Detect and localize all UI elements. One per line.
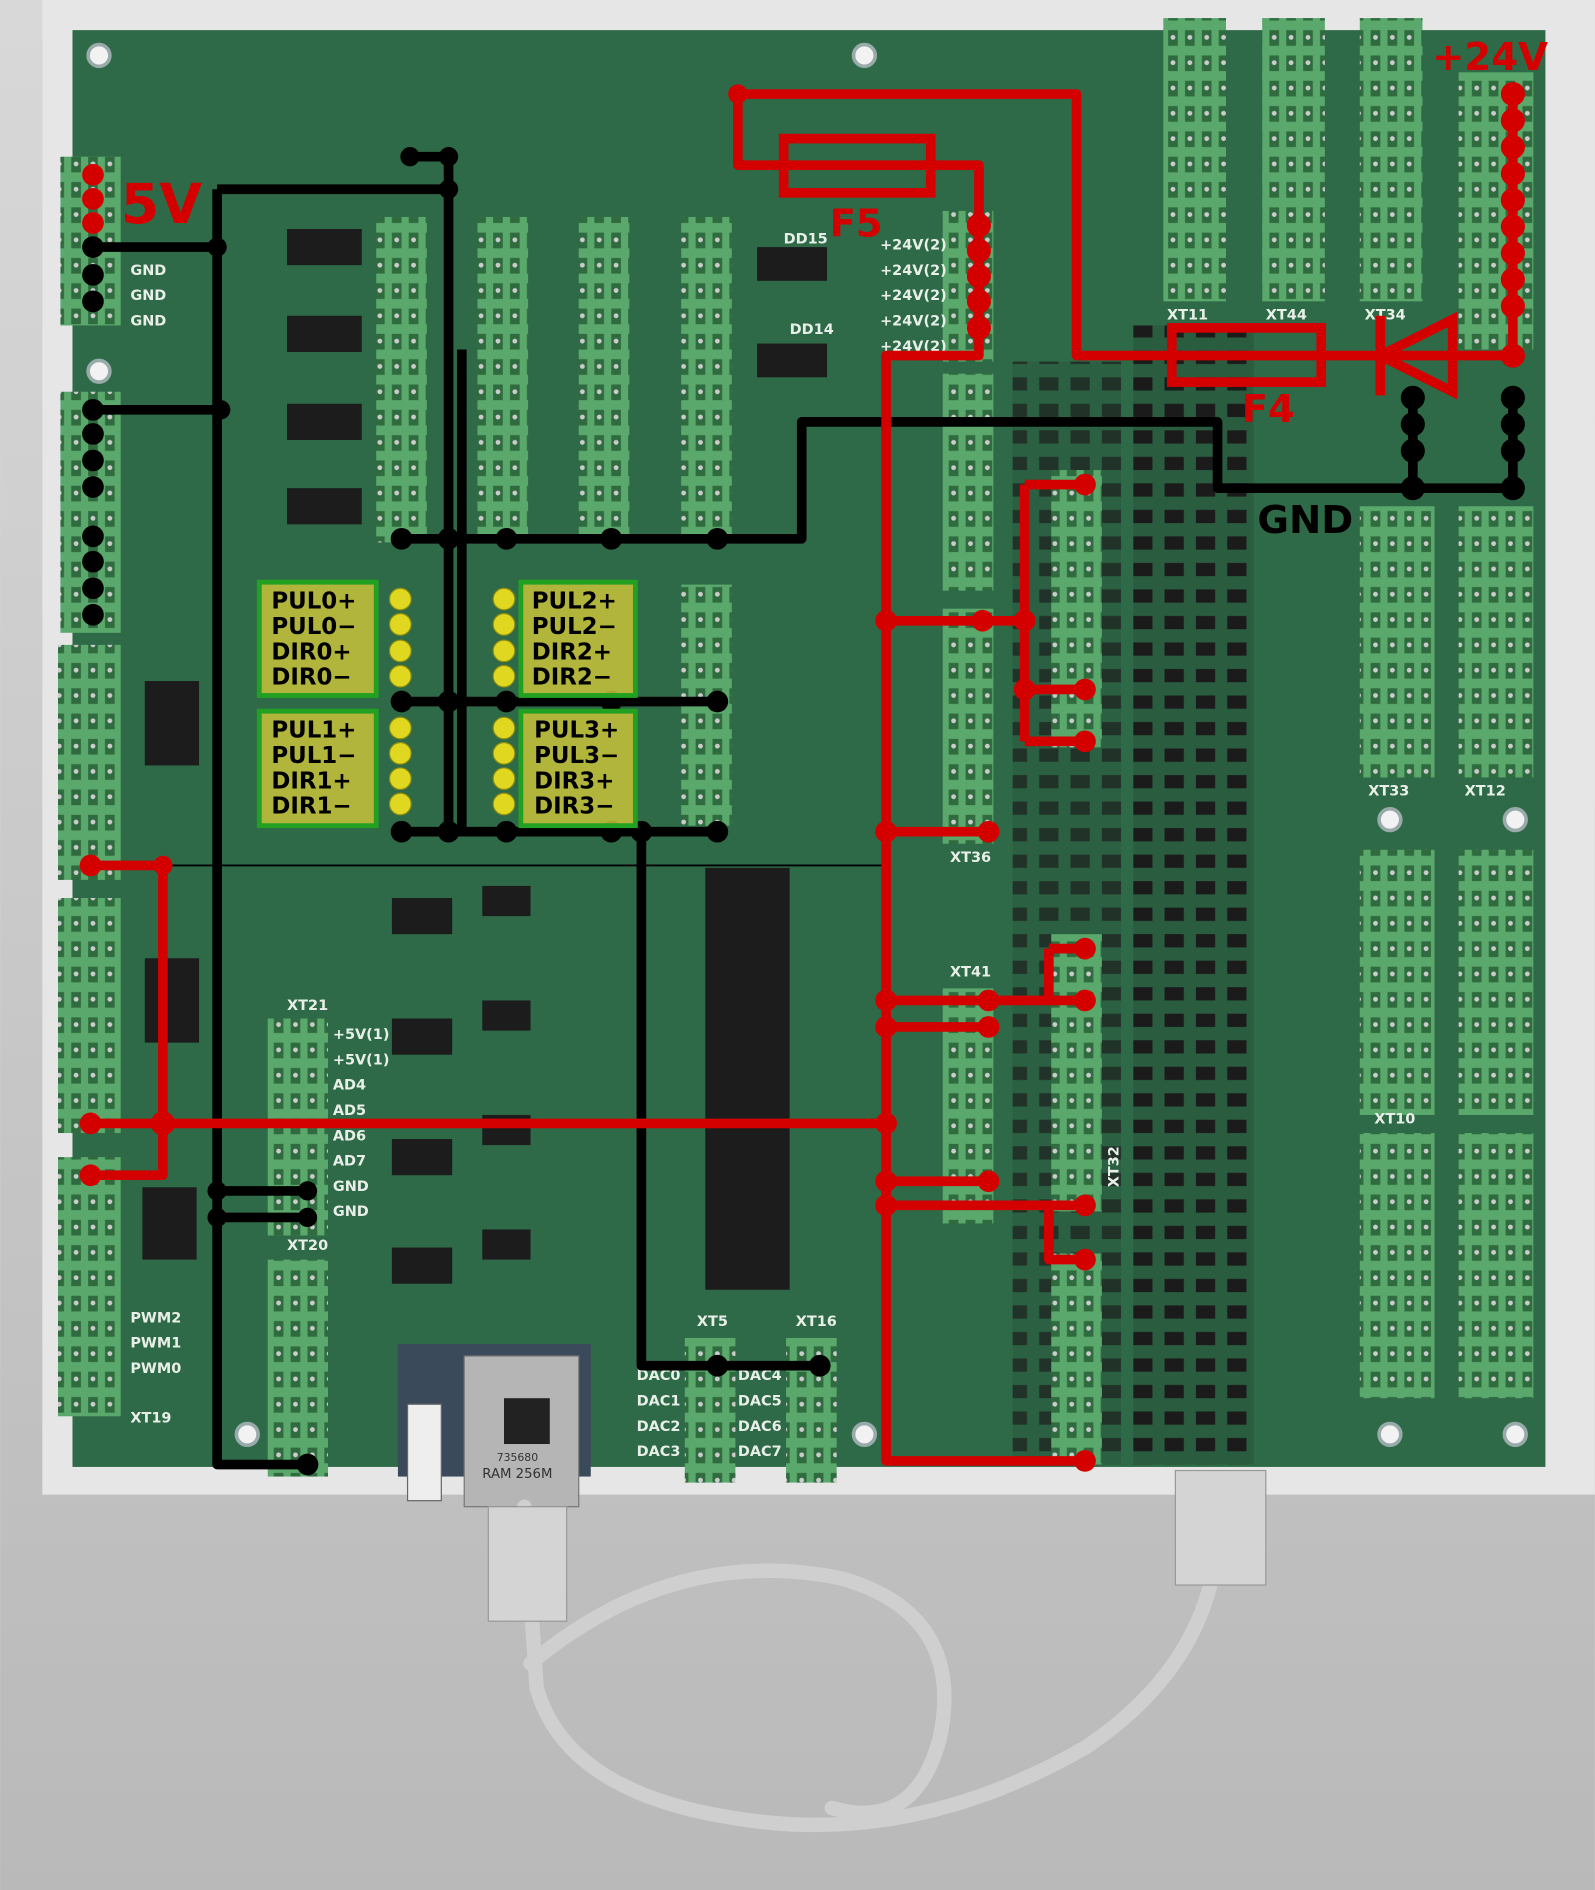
label-5v: 5V (121, 173, 203, 237)
signal-label: DIR1+ (271, 768, 351, 794)
connector-label: XT11 (1167, 307, 1208, 323)
connector-label: XT12 (1465, 784, 1506, 800)
pin-label: GND (333, 1204, 369, 1220)
connector-label: XT19 (130, 1410, 171, 1426)
connector-label: XT20 (287, 1238, 328, 1254)
pin-label: PWM1 (130, 1336, 181, 1352)
pin-label: DAC6 (738, 1419, 782, 1435)
connector-label: XT21 (287, 998, 328, 1014)
mounting-holes (86, 42, 1528, 1448)
pin-label: GND (130, 313, 166, 329)
rj45-plug-left (487, 1506, 568, 1622)
pin-label: PWM0 (130, 1361, 181, 1377)
pin-label: +24V(2) (880, 313, 947, 329)
connector-label: XT36 (950, 850, 991, 866)
pin-label: DAC0 (637, 1368, 681, 1384)
signal-label: PUL1− (271, 743, 356, 769)
fuse-f5-symbol (778, 133, 936, 198)
diode-symbol (1369, 311, 1458, 400)
pin-label: DAC5 (738, 1393, 782, 1409)
ram-code: 735680 (497, 1451, 538, 1464)
signal-label: PUL3− (534, 743, 619, 769)
pin-label: AD5 (333, 1103, 366, 1119)
connector-label: XT33 (1368, 784, 1409, 800)
pin-label: +5V(1) (333, 1027, 390, 1043)
step-dir-group-1: PUL1+ PUL1− DIR1+ DIR1− (256, 708, 379, 829)
signal-label: DIR3+ (534, 768, 614, 794)
step-dir-group-3: PUL3+ PUL3− DIR3+ DIR3− (518, 708, 638, 829)
pin-label: AD4 (333, 1078, 366, 1094)
ic-chips (142, 229, 828, 1290)
step-dir-group-0: PUL0+ PUL0− DIR0+ DIR0− (256, 579, 379, 698)
signal-label: PUL2+ (532, 589, 617, 615)
pin-label: +24V(2) (880, 238, 947, 254)
pin-label: GND (130, 288, 166, 304)
pin-label: AD7 (333, 1154, 366, 1170)
label-fuse-f5: F5 (829, 201, 882, 246)
pin-label: DAC4 (738, 1368, 782, 1384)
connector-label: XT16 (796, 1314, 837, 1330)
signal-label: PUL0+ (271, 589, 356, 615)
chip-label-dd14: DD14 (790, 322, 834, 338)
power-junction-dots (79, 81, 1525, 1472)
pin-label: DAC1 (637, 1393, 681, 1409)
signal-label: DIR2− (532, 665, 612, 691)
label-fuse-f4: F4 (1242, 387, 1295, 432)
signal-label: DIR2+ (532, 639, 612, 665)
signal-label: PUL1+ (271, 718, 356, 744)
label-24v: +24V (1432, 35, 1548, 80)
ground-junction-dots (82, 147, 1525, 1476)
connector-label: XT44 (1266, 307, 1307, 323)
pin-label: +24V(2) (880, 263, 947, 279)
connector-label: XT10 (1374, 1111, 1415, 1127)
signal-label: PUL3+ (534, 718, 619, 744)
signal-label: DIR0+ (271, 639, 351, 665)
optocoupler-array (1133, 325, 1254, 1465)
connector-label: XT34 (1365, 307, 1406, 323)
step-dir-group-2: PUL2+ PUL2− DIR2+ DIR2− (518, 579, 638, 698)
usb-port[interactable] (406, 1403, 442, 1502)
pin-label: DAC7 (738, 1444, 782, 1460)
connector-label: XT32 (1107, 1146, 1123, 1187)
pin-label: AD6 (333, 1128, 366, 1144)
signal-pin-dots (388, 587, 516, 816)
terminal-connectors (58, 18, 1534, 1483)
pin-label: DAC2 (637, 1419, 681, 1435)
connector-label: XT41 (950, 964, 991, 980)
signal-label: DIR3− (534, 794, 614, 820)
pin-label: +5V(1) (333, 1052, 390, 1068)
silkscreen-labels: DD15 DD14 XT11 XT44 XT34 XT33 XT12 XT36 … (130, 231, 1505, 1460)
connector-label: XT5 (697, 1314, 728, 1330)
pin-label: +24V(2) (880, 288, 947, 304)
rj45-plug-right (1174, 1469, 1267, 1586)
signal-label: DIR0− (271, 665, 351, 691)
signal-label: PUL0− (271, 614, 356, 640)
pin-label: GND (130, 263, 166, 279)
datamatrix-code (503, 1398, 550, 1445)
signal-label: PUL2− (532, 614, 617, 640)
pin-label: DAC3 (637, 1444, 681, 1460)
label-gnd: GND (1257, 498, 1353, 543)
chip-label-dd15: DD15 (784, 231, 828, 247)
power-wiring (90, 89, 1518, 1466)
pin-label: PWM2 (130, 1310, 181, 1326)
signal-label: DIR1− (271, 794, 351, 820)
pin-label: GND (333, 1179, 369, 1195)
fuse-f4-symbol (1166, 323, 1327, 387)
ram-label: RAM 256M (482, 1467, 552, 1482)
ethernet-cable (517, 1487, 1226, 1833)
